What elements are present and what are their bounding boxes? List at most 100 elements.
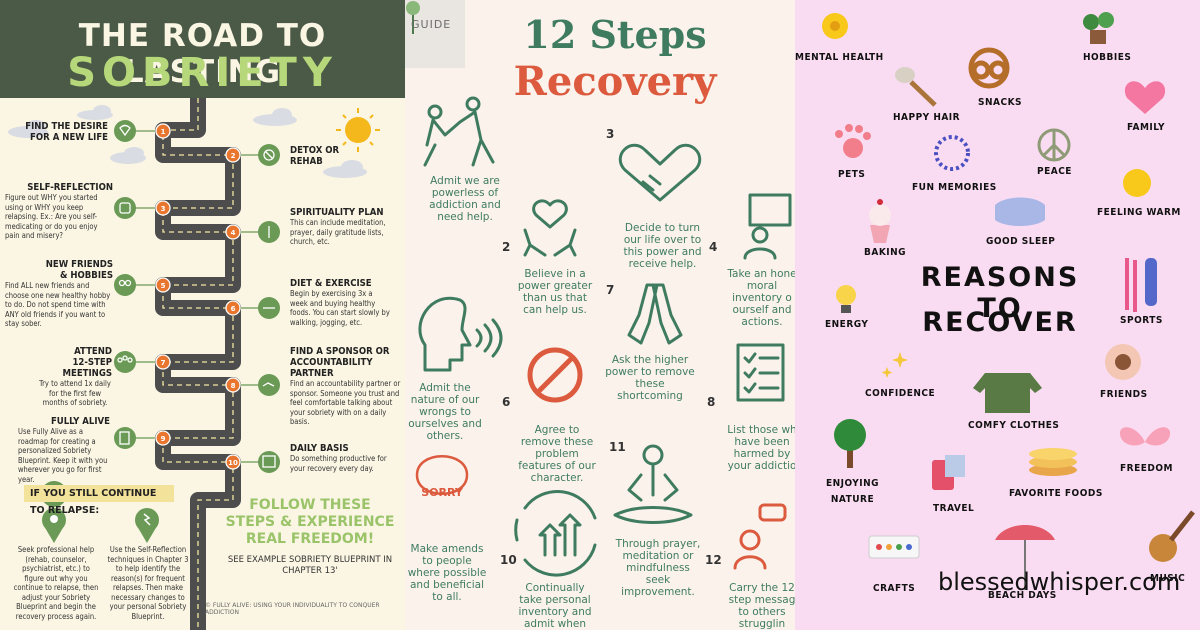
reason-label: PETS [838, 169, 866, 180]
butterfly-icon [1119, 427, 1171, 446]
guide-logo: GUIDE [405, 0, 465, 68]
reason-label: TRAVEL [933, 503, 975, 514]
book-icon [114, 427, 136, 449]
title-line-2: RECOVER [922, 307, 1078, 338]
lightbulb-icon [836, 285, 856, 313]
title-line-2: SOBRIETY [67, 50, 338, 96]
guitar-icon [1149, 510, 1195, 562]
step-8-text: List those wh have been harmed by your a… [727, 424, 795, 472]
beach-umbrella-icon [995, 525, 1055, 590]
helping-hand-icon [423, 96, 495, 167]
step-3-label: SELF-REFLECTION Figure out WHY you start… [5, 182, 113, 240]
sorry-label: SORRY [421, 486, 464, 499]
reason-label: FRIENDS [1100, 389, 1148, 400]
step-number: 7 [161, 359, 166, 367]
paw-icon [835, 124, 871, 158]
step-number: 8 [231, 382, 236, 390]
reason-icons [822, 12, 1195, 590]
see-example-note: SEE EXAMPLE SOBRIETY BLUEPRINT IN CHAPTE… [227, 555, 393, 576]
step-10-text: Continually take personal inventory and … [518, 582, 592, 630]
reason-label: COMFY CLOTHES [968, 420, 1060, 431]
reason-label: MUSIC [1150, 573, 1186, 584]
handshake-heart-icon [618, 143, 702, 202]
passport-icon [932, 455, 965, 490]
sleep-mask-icon [995, 197, 1045, 226]
hands-heart-icon [523, 199, 577, 257]
reason-label: FAVORITE FOODS [1009, 488, 1103, 499]
step-5-text: Admit the nature of our wrongs to oursel… [408, 382, 482, 442]
step-1-text: Admit we are powerless of addiction and … [429, 175, 501, 223]
step-2-label: DETOX OR REHAB [290, 145, 340, 167]
reason-label: BAKING [864, 247, 907, 258]
flower-icon [822, 13, 848, 39]
copyright-footer: © FULLY ALIVE: USING YOUR INDIVIDUALITY … [205, 602, 380, 616]
step-number: 1 [161, 128, 166, 136]
pancakes-icon [1029, 448, 1077, 476]
step-10-label: DAILY BASIS Do something productive for … [290, 443, 387, 473]
reason-label: BEACH DAYS [988, 590, 1057, 601]
step-8-label: FIND A SPONSOR OR ACCOUNTABILITY PARTNER… [290, 346, 401, 426]
road-graphic: 1 2 3 4 5 6 7 8 9 10 [8, 98, 380, 630]
step-1-label: FIND THE DESIRE FOR A NEW LIFE [25, 121, 108, 143]
reason-label: GOOD SLEEP [986, 236, 1056, 247]
twelve-steps-infographic: GUIDE 12 Steps Recovery [405, 0, 795, 630]
peace-icon [1037, 128, 1071, 162]
reason-label: FAMILY [1127, 122, 1165, 133]
reason-label: CRAFTS [873, 583, 916, 594]
relapse-heading: IF YOU STILL CONTINUE TO RELAPSE: [24, 485, 174, 516]
step-number: 10 [500, 553, 517, 567]
step-number: 10 [228, 459, 238, 467]
step-number: 7 [606, 283, 615, 297]
step-6-text: Agree to remove these problem features o… [518, 424, 596, 484]
relapse-right-text: Use the Self-Reflection techniques in Ch… [107, 545, 189, 621]
step-11-text: Through prayer, meditation or mindfulnes… [615, 538, 701, 598]
friends-hands-icon [1105, 344, 1141, 380]
step-number: 4 [231, 229, 236, 237]
title-line-2: Recovery [513, 58, 717, 105]
title-line-1: 12 Steps [523, 12, 707, 57]
step-number: 9 [161, 435, 166, 443]
sparkle-icon [881, 352, 908, 378]
people-talking-icon [733, 503, 787, 570]
plant-icon [1083, 12, 1114, 44]
reflection-icon [114, 197, 136, 219]
reason-label: HAPPY HAIR [893, 112, 961, 123]
step-3-text: Decide to turn our life over to this pow… [623, 222, 702, 270]
step-9-text: Make amends to people where possible and… [407, 543, 487, 603]
tree-icon [834, 419, 866, 468]
step-number: 3 [606, 127, 615, 141]
skis-icon [1125, 258, 1157, 312]
hairbrush-icon [895, 67, 937, 107]
follow-steps-callout: FOLLOW THESE STEPS & EXPERIENCE REAL FRE… [225, 497, 395, 547]
reason-label: FUN MEMORIES [912, 182, 997, 193]
handshake-icon [258, 374, 280, 396]
title-line-1: REASONS TO [920, 262, 1080, 324]
title-banner [0, 0, 405, 98]
watermark: blessedwhisper.com [938, 568, 1181, 596]
cloud-icons [8, 105, 367, 178]
heart-hands-icon [114, 120, 136, 142]
step-4-label: SPIRITUALITY PLAN This can include medit… [290, 207, 386, 246]
reason-label: CONFIDENCE [865, 388, 936, 399]
reasons-to-recover-infographic: MENTAL HEALTH HAPPY HAIR SNACKS HOBBIES … [795, 0, 1200, 630]
step-9-label: FULLY ALIVE Use Fully Alive as a roadmap… [18, 416, 110, 484]
step-number: 11 [609, 440, 626, 454]
sobriety-road-infographic: THE ROAD TO LASTING SOBRIETY [0, 0, 405, 630]
prohibition-icon [527, 347, 583, 403]
step-7-label: ATTEND 12-STEP MEETINGS Try to attend 1x… [39, 346, 112, 407]
step-6-label: DIET & EXERCISE Begin by exercising 3x a… [290, 278, 390, 327]
checklist-icon [736, 343, 785, 402]
reason-label: SNACKS [978, 97, 1023, 108]
reason-label: ENJOYING NATURE [825, 478, 880, 505]
meeting-icon [114, 351, 136, 373]
reason-label: FEELING WARM [1097, 207, 1181, 218]
title-line-1: THE ROAD TO LASTING [78, 18, 327, 90]
relapse-left-text: Seek professional help (rehab, counselor… [13, 545, 99, 621]
step-number: 2 [502, 240, 511, 254]
cupcake-icon [869, 199, 891, 243]
step-number: 6 [231, 305, 236, 313]
reason-label: MENTAL HEALTH [795, 52, 884, 63]
step-7-text: Ask the higher power to remove these sho… [605, 354, 695, 402]
pretzel-icon [968, 47, 1010, 89]
inventory-board-icon [743, 193, 792, 260]
